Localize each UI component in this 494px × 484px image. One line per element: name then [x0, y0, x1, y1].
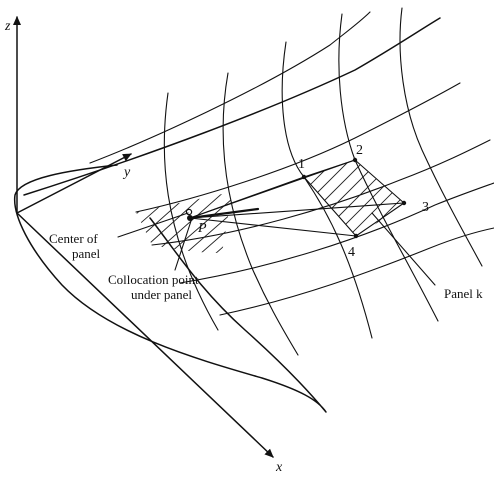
- chordwise-grid-lines: [163, 7, 483, 356]
- collocation-label-line1: Collocation point: [108, 272, 199, 287]
- ray-to-corner-4: [189, 217, 357, 237]
- corner-label-4: 4: [348, 245, 355, 260]
- grid-span-line: [219, 227, 494, 316]
- panel-k-corners: 1 2 3 4: [298, 143, 429, 260]
- point-p-label: P: [197, 221, 207, 236]
- grid-chord-line: [399, 7, 483, 267]
- corner-point-2: [352, 157, 358, 163]
- grid-span-line: [135, 82, 461, 213]
- spanwise-grid-lines: [23, 11, 494, 316]
- collocation-label-line2: under panel: [131, 287, 192, 302]
- leader-lines: [117, 212, 436, 286]
- x-axis-label: x: [275, 460, 283, 475]
- grid-chord-line: [163, 92, 219, 331]
- corner-label-3: 3: [422, 200, 429, 215]
- center-panel: [136, 192, 232, 253]
- center-of-panel-leader: [117, 212, 189, 238]
- center-of-panel-label-line2: panel: [72, 246, 101, 261]
- corner-label-2: 2: [356, 143, 363, 158]
- grid-span-line: [89, 11, 371, 164]
- annotation-labels: Center of panel Collocation point under …: [49, 231, 483, 302]
- panel-k-label: Panel k: [444, 286, 483, 301]
- corner-point-3: [401, 200, 407, 206]
- x-axis: [16, 212, 274, 458]
- ray-to-corner-2: [189, 159, 356, 219]
- ray-to-panel-k-center: [188, 207, 260, 220]
- panel-k-leader: [371, 212, 436, 286]
- grid-span-line: [151, 139, 491, 246]
- ray-to-corner-3: [189, 202, 405, 219]
- corner-label-1: 1: [298, 157, 305, 172]
- influence-rays: [188, 159, 405, 237]
- center-of-panel-label-line1: Center of: [49, 231, 98, 246]
- collocation-leader: [174, 220, 192, 271]
- grid-span-line: [179, 182, 494, 284]
- corner-point-1: [301, 174, 307, 180]
- z-axis-label: z: [4, 19, 11, 34]
- y-axis: [16, 153, 132, 214]
- grid-chord-line: [222, 72, 299, 356]
- grid-chord-line: [338, 13, 439, 322]
- grid-chord-line: [281, 41, 373, 339]
- center-panel-hatching: [136, 192, 232, 253]
- corner-point-4: [353, 233, 359, 239]
- airfoil-profile: [13, 164, 327, 413]
- collocation-point: [187, 215, 193, 221]
- leading-edge-line: [23, 17, 441, 196]
- axes: z y x: [4, 16, 283, 475]
- y-axis-label: y: [122, 165, 131, 180]
